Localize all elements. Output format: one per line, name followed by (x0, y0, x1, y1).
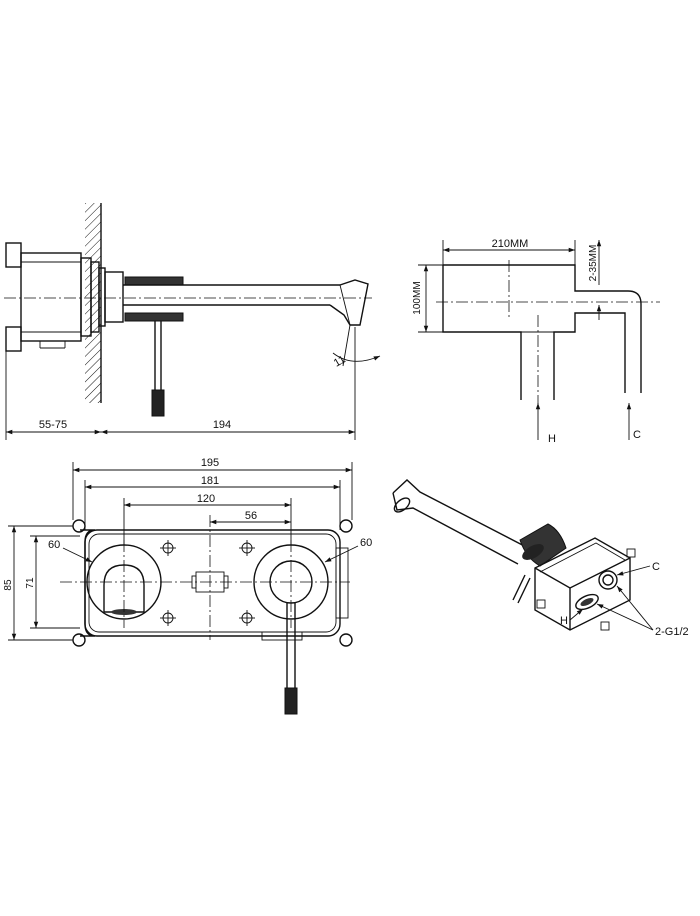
dim-120-label: 120 (197, 493, 215, 505)
screw-bottom-right (239, 610, 255, 626)
dim-100-label: 100MM (412, 281, 423, 314)
front-view: 195 181 120 56 85 71 60 60 (3, 457, 372, 715)
dim-181-label: 181 (201, 475, 219, 487)
dim-60-left-label: 60 (48, 539, 60, 551)
lever-handle (151, 321, 165, 417)
dim-angle-label: 11 (332, 354, 348, 370)
label-cold-schematic: C (633, 429, 641, 441)
dim-71-label: 71 (25, 577, 36, 589)
dim-35-label: 2-35MM (588, 245, 599, 282)
mixer-body (5, 242, 124, 352)
label-hot-iso: H (560, 615, 568, 627)
schematic-view: 210MM 100MM 2-35MM H C (412, 238, 660, 445)
handle-knurl-bottom (124, 312, 184, 322)
label-threads-iso: 2-G1/2 (655, 626, 689, 638)
iso-handle-knurl (519, 523, 567, 567)
spout (123, 279, 369, 326)
label-hot-schematic: H (548, 433, 556, 445)
dim-spout-label: 194 (213, 419, 231, 431)
dim-195-label: 195 (201, 457, 219, 469)
dim-85-label: 85 (3, 579, 14, 591)
screw-bottom-left (160, 610, 176, 626)
label-cold-iso: C (652, 561, 660, 573)
wall-hatch (85, 203, 101, 403)
handle-knurl-top (124, 276, 184, 286)
dim-wall-label: 55-75 (39, 419, 67, 431)
side-view: 55-75 194 11 (4, 203, 381, 440)
dim-56-label: 56 (245, 510, 257, 522)
iso-view: C H 2-G1/2 (392, 479, 689, 638)
screw-top-left (160, 540, 176, 556)
dim-60-right-label: 60 (360, 537, 372, 549)
screw-top-right (239, 540, 255, 556)
dim-210-label: 210MM (492, 238, 529, 250)
